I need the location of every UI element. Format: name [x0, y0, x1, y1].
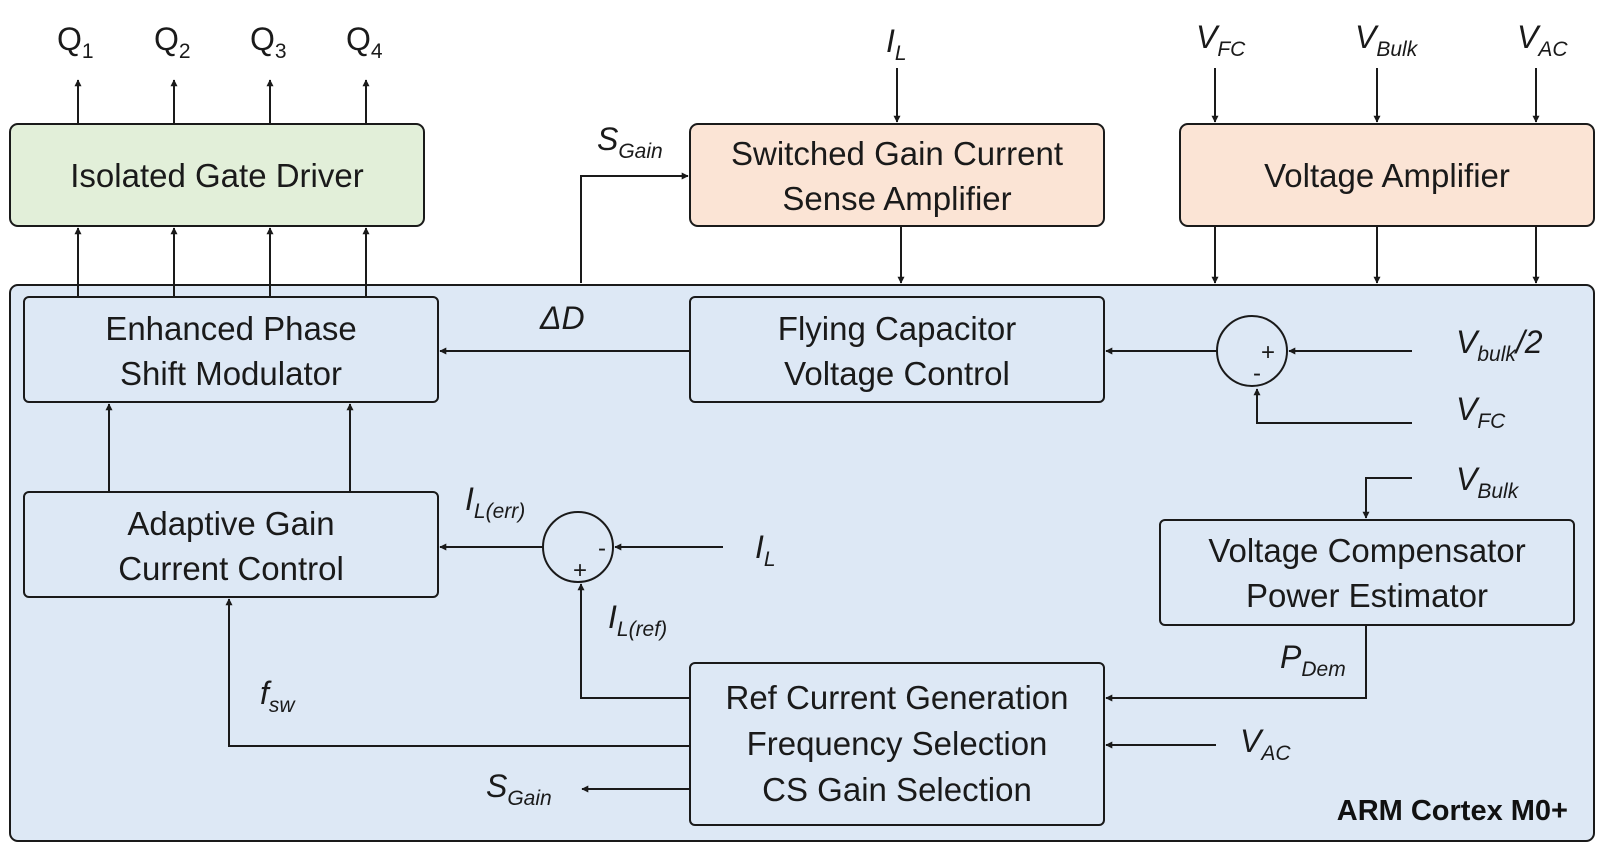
ref-gen-label-1: Ref Current Generation	[725, 679, 1068, 716]
vcpe-label-2: Power Estimator	[1246, 577, 1488, 614]
sgain-top-label: SGain	[597, 121, 663, 163]
vbulk-in-label: VBulk	[1456, 461, 1520, 503]
q1-label: Q1	[57, 21, 94, 63]
cs-amp-label-1: Switched Gain Current	[731, 135, 1063, 172]
q3-label: Q3	[250, 21, 287, 63]
epsm-label-1: Enhanced Phase	[105, 310, 356, 347]
vcpe-label-1: Voltage Compensator	[1208, 532, 1525, 569]
agcc-label-2: Current Control	[118, 550, 344, 587]
q2-label: Q2	[154, 21, 191, 63]
vbulk-to-vcpe-wire	[1362, 477, 1412, 519]
il-ref-label: IL(ref)	[608, 599, 667, 641]
il-top-label: IL	[886, 23, 907, 65]
fsw-to-agcc-wire	[225, 598, 690, 747]
processor-region	[9, 284, 1595, 842]
processor-label: ARM Cortex M0+	[1337, 795, 1568, 827]
ilref-to-sj-wire	[577, 583, 690, 699]
fcvc-block	[689, 296, 1105, 403]
voltage-amp-block	[1179, 123, 1595, 227]
fcvc-label-1: Flying Capacitor	[778, 310, 1016, 347]
q4-label: Q4	[346, 21, 383, 63]
sj-fc-minus: -	[1253, 360, 1261, 387]
sj-il-minus: -	[598, 535, 606, 562]
sj-il-plus: +	[573, 557, 587, 584]
sgain-to-cs-amp-wire	[580, 172, 689, 283]
vbulk-half-label: Vbulk/2	[1456, 324, 1543, 366]
il-err-label: IL(err)	[465, 481, 525, 523]
sgain-out-label: SGain	[486, 768, 552, 810]
delta-d-label: ΔD	[539, 300, 585, 336]
gate-driver-label: Isolated Gate Driver	[70, 157, 363, 194]
voltage-amp-label: Voltage Amplifier	[1264, 157, 1510, 194]
ref-gen-block	[689, 662, 1105, 826]
vfc-top-label: VFC	[1196, 19, 1246, 61]
gate-driver-block	[9, 123, 425, 227]
il-in-label: IL	[755, 529, 776, 571]
epsm-block	[23, 296, 439, 403]
summing-junction-fc	[1216, 315, 1288, 387]
vac-in-label: VAC	[1240, 723, 1291, 765]
pdem-label: PDem	[1280, 639, 1346, 681]
vfc-to-sj-wire	[1253, 388, 1412, 424]
pdem-to-refgen-wire	[1105, 625, 1367, 702]
epsm-label-2: Shift Modulator	[120, 355, 342, 392]
vac-top-label: VAC	[1517, 19, 1568, 61]
agcc-block	[23, 491, 439, 598]
vbulk-top-label: VBulk	[1355, 19, 1419, 61]
agcc-label-1: Adaptive Gain	[127, 505, 334, 542]
ref-gen-label-2: Frequency Selection	[747, 725, 1048, 762]
ref-gen-label-3: CS Gain Selection	[762, 771, 1032, 808]
cs-amp-label-2: Sense Amplifier	[782, 180, 1011, 217]
cs-amp-block	[689, 123, 1105, 227]
sj-fc-plus: +	[1261, 339, 1275, 366]
vfc-in-label: VFC	[1456, 391, 1506, 433]
fcvc-label-2: Voltage Control	[784, 355, 1010, 392]
